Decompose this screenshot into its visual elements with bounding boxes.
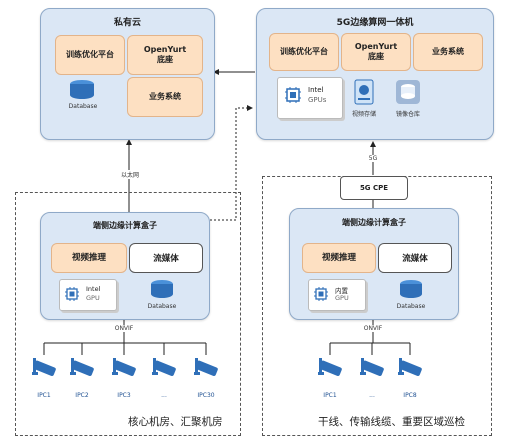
left-camera-2	[68, 356, 100, 390]
left-camera-label-5: IPC30	[197, 392, 215, 399]
left-onvif-label: ONVIF	[109, 325, 139, 332]
business-system-module: 业务系统	[127, 77, 203, 117]
left-database-icon	[149, 279, 175, 303]
chip-icon	[284, 86, 302, 108]
edge-training-label: 训练优化平台	[280, 47, 328, 57]
right-camera-label-1: IPC1	[323, 392, 337, 399]
edge-business-module: 业务系统	[413, 33, 483, 71]
ethernet-label: 以太网	[112, 170, 148, 179]
left-chip-icon	[64, 286, 80, 306]
left-edge-box: 端侧边缘计算盒子 视频推理 流媒体 Intel GPU Database	[40, 212, 210, 320]
database-label: Database	[68, 103, 98, 110]
left-camera-3	[110, 356, 142, 390]
database-icon	[68, 79, 96, 105]
right-chip-icon	[313, 286, 329, 306]
image-repo-icon	[395, 79, 421, 109]
fiveg-label: 5G	[365, 155, 381, 162]
openyurt-label-line1: OpenYurt	[143, 45, 187, 55]
edge-training-module: 训练优化平台	[269, 33, 339, 71]
left-camera-label-3: IPC3	[117, 392, 131, 399]
edge-openyurt-line1: OpenYurt	[354, 42, 398, 52]
left-camera-label-2: IPC2	[75, 392, 89, 399]
edge-5g-title: 5G边缘算网一体机	[336, 18, 414, 28]
right-edge-box-title: 端侧边缘计算盒子	[342, 218, 406, 227]
right-camera-3	[396, 356, 428, 390]
training-platform-module: 训练优化平台	[55, 35, 125, 75]
right-camera-label-3: IPC8	[403, 392, 417, 399]
left-video-infer-label: 视频推理	[71, 252, 106, 263]
right-streaming-module: 流媒体	[378, 243, 452, 273]
right-zone	[262, 176, 492, 436]
video-storage-label: 视频存储	[351, 111, 376, 118]
openyurt-label-line2: 底座	[157, 55, 173, 64]
right-streaming-label: 流媒体	[402, 254, 428, 264]
video-storage-icon	[353, 79, 375, 109]
edge-gpu-label-line1: Intel	[308, 86, 324, 94]
left-database-label: Database	[147, 303, 177, 310]
left-streaming-label: 流媒体	[153, 254, 179, 264]
left-zone-label: 核心机房、汇聚机房	[128, 416, 223, 428]
image-repo-label: 镜像仓库	[395, 111, 420, 118]
right-gpu-line1: 内置	[335, 287, 348, 295]
right-database-label: Database	[396, 303, 426, 310]
left-streaming-module: 流媒体	[129, 243, 203, 273]
right-database-icon	[398, 279, 424, 303]
left-camera-label-1: IPC1	[37, 392, 51, 399]
right-video-infer-module: 视频推理	[302, 243, 376, 273]
edge-openyurt-module: OpenYurt 底座	[341, 33, 411, 71]
right-edge-box: 端侧边缘计算盒子 视频推理 流媒体 内置 GPU Database	[289, 208, 459, 320]
right-camera-1	[316, 356, 348, 390]
left-camera-5	[192, 356, 224, 390]
right-zone-label: 干线、传输线缆、重要区域巡检	[318, 416, 465, 428]
left-camera-label-4: ...	[161, 392, 167, 399]
left-camera-4	[150, 356, 182, 390]
left-video-infer-module: 视频推理	[51, 243, 127, 273]
right-camera-label-2: ...	[369, 392, 375, 399]
right-camera-2	[358, 356, 390, 390]
left-gpu-card: Intel GPU	[59, 279, 117, 311]
left-gpu-line1: Intel	[86, 285, 101, 293]
left-gpu-line2: GPU	[86, 294, 100, 302]
business-system-label: 业务系统	[149, 92, 181, 102]
openyurt-module: OpenYurt 底座	[127, 35, 203, 75]
right-gpu-line2: GPU	[335, 294, 349, 302]
edge-openyurt-line2: 底座	[368, 52, 384, 61]
dotted-link	[186, 105, 253, 221]
right-onvif-label: ONVIF	[358, 325, 388, 332]
edge-gpu-label-line2: GPUs	[308, 96, 327, 104]
private-cloud-title: 私有云	[113, 18, 141, 28]
cpe-label: 5G CPE	[359, 184, 389, 192]
left-camera-1	[30, 356, 62, 390]
left-zone	[15, 192, 241, 436]
training-platform-label: 训练优化平台	[66, 50, 114, 60]
private-cloud-box: 私有云 训练优化平台 OpenYurt 底座 Database 业务系统	[40, 8, 215, 140]
left-edge-box-title: 端侧边缘计算盒子	[93, 221, 157, 230]
edge-business-label: 业务系统	[432, 47, 464, 57]
edge-gpu-card: Intel GPUs	[277, 77, 343, 119]
right-video-infer-label: 视频推理	[321, 252, 356, 263]
right-gpu-card: 内置 GPU	[308, 279, 366, 311]
edge-5g-box: 5G边缘算网一体机 训练优化平台 OpenYurt 底座 业务系统 Intel …	[256, 8, 494, 140]
